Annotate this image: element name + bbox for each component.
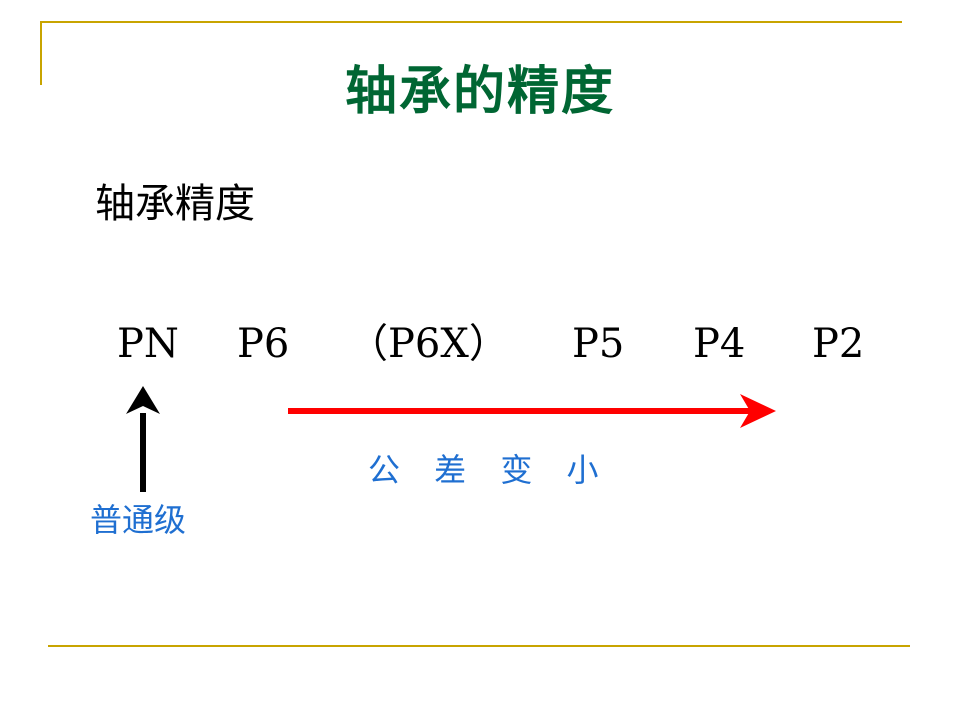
left-rule xyxy=(40,21,42,85)
grade-p5: P5 xyxy=(572,321,625,367)
grade-p6: P6 xyxy=(237,321,290,367)
tolerance-decrease-label: 公 差 变 小 xyxy=(368,451,611,489)
grade-pn: PN xyxy=(117,321,179,367)
bottom-rule xyxy=(48,645,910,647)
slide-title: 轴承的精度 xyxy=(344,62,615,122)
grade-p2: P2 xyxy=(812,321,865,367)
grade-p4: P4 xyxy=(693,321,746,367)
ordinary-grade-label: 普通级 xyxy=(90,501,187,539)
arrow-right-icon xyxy=(288,394,776,428)
top-rule xyxy=(40,21,902,23)
subtitle: 轴承精度 xyxy=(95,181,255,227)
grade-p6x: （P6X） xyxy=(348,321,509,367)
arrow-up-icon xyxy=(126,386,160,492)
